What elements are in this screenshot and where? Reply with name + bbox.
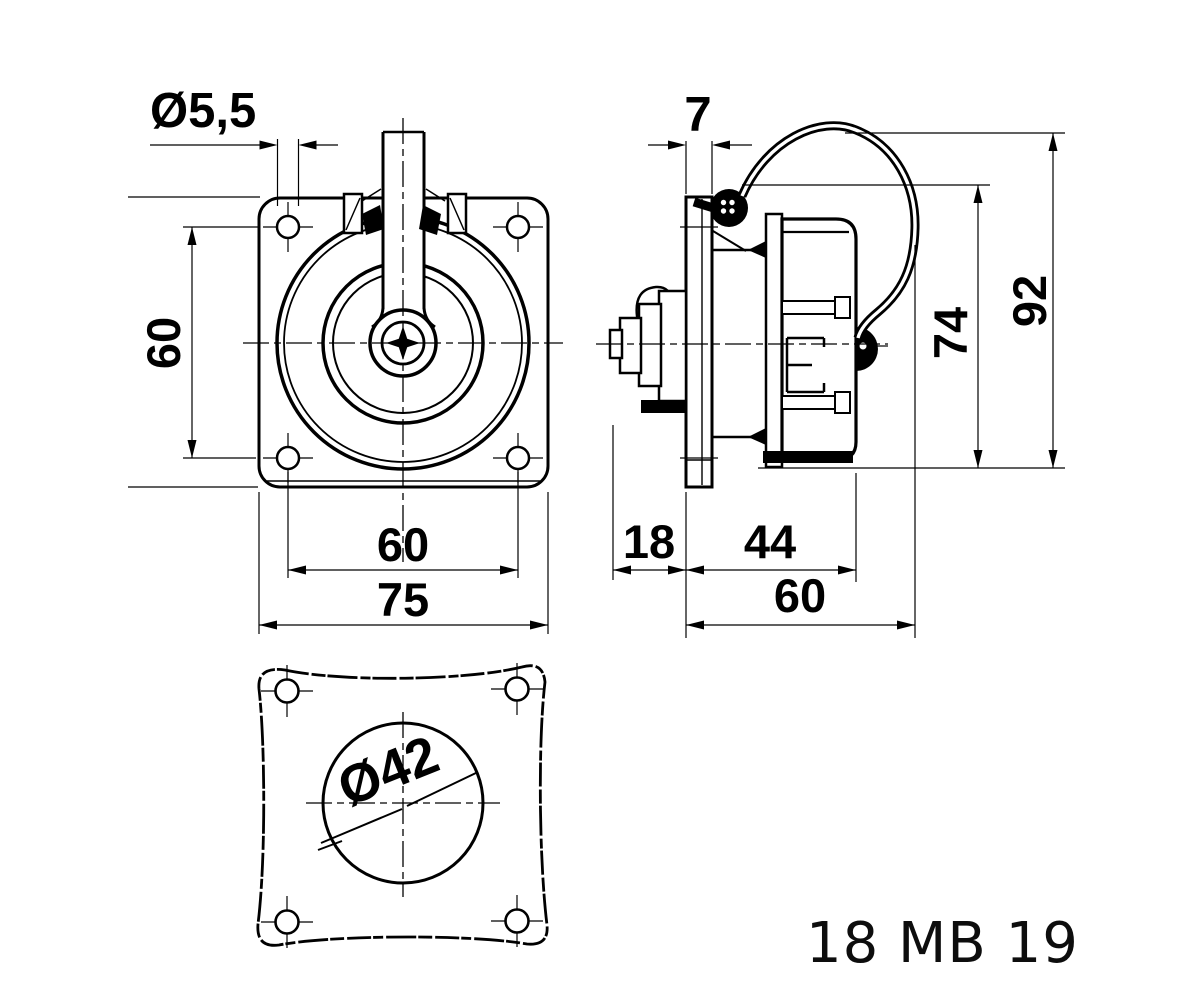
- dim-label-height-body: 74: [924, 307, 977, 359]
- dim-label-flange-width: 75: [377, 573, 429, 626]
- dim-label-hole-spacing-horizontal: 60: [377, 518, 429, 571]
- dim-hole-diameter: Ø5,5: [150, 84, 338, 206]
- body-neck: [712, 241, 766, 445]
- drill-mark: [491, 663, 543, 715]
- mounting-hole: [493, 202, 543, 252]
- dim-hole-spacing-horizontal: 60: [287, 472, 519, 578]
- mounting-holes: [263, 202, 543, 483]
- dim-flange-width: 75: [258, 492, 549, 634]
- front-view: [128, 118, 563, 562]
- contact-detail: [785, 336, 826, 394]
- hinge-lugs: [342, 188, 468, 235]
- dim-label-hole-spacing-vertical: 60: [137, 317, 190, 369]
- dim-depth-overall: 60: [686, 245, 916, 638]
- dim-label-depth-body: 44: [744, 515, 796, 568]
- cutout-panel-outline: [256, 664, 549, 947]
- body-rim: [764, 212, 784, 469]
- dim-hole-spacing-vertical: 60: [137, 226, 258, 459]
- side-view: [596, 121, 920, 489]
- dim-depths: 18 44: [612, 425, 857, 638]
- mounting-hole: [263, 202, 313, 252]
- cable-gland: [608, 285, 688, 413]
- dim-label-depth-gland: 18: [623, 515, 675, 568]
- dim-label-depth-overall: 60: [774, 569, 826, 622]
- retaining-cord: [737, 121, 920, 340]
- socket-body-side: [763, 217, 888, 463]
- dim-flange-thickness: 7: [648, 88, 752, 194]
- part-number: 18 MB 19: [806, 911, 1079, 976]
- front-view-dimensions: Ø5,5 60 60 75: [137, 84, 549, 634]
- dim-height-overall: 92: [758, 132, 1065, 469]
- mounting-hole: [263, 433, 313, 483]
- hinge: [692, 189, 748, 252]
- dim-label-flange-thickness: 7: [684, 88, 711, 142]
- side-view-dimensions: 7 74 92 18 4: [612, 88, 1065, 638]
- mounting-hole: [493, 433, 543, 483]
- dim-label-cutout-diameter: Ø42: [330, 724, 447, 818]
- drill-mark: [261, 665, 313, 717]
- drill-mark: [491, 895, 543, 947]
- drill-mark: [261, 896, 313, 948]
- dim-label-hole-diameter: Ø5,5: [150, 84, 256, 138]
- cutout-view: Ø42: [256, 663, 549, 948]
- dim-height-body: 74: [742, 184, 990, 468]
- flange-plate-side: [684, 195, 714, 489]
- dim-label-height-overall: 92: [1003, 275, 1056, 327]
- cutout-drill-marks: [261, 663, 543, 948]
